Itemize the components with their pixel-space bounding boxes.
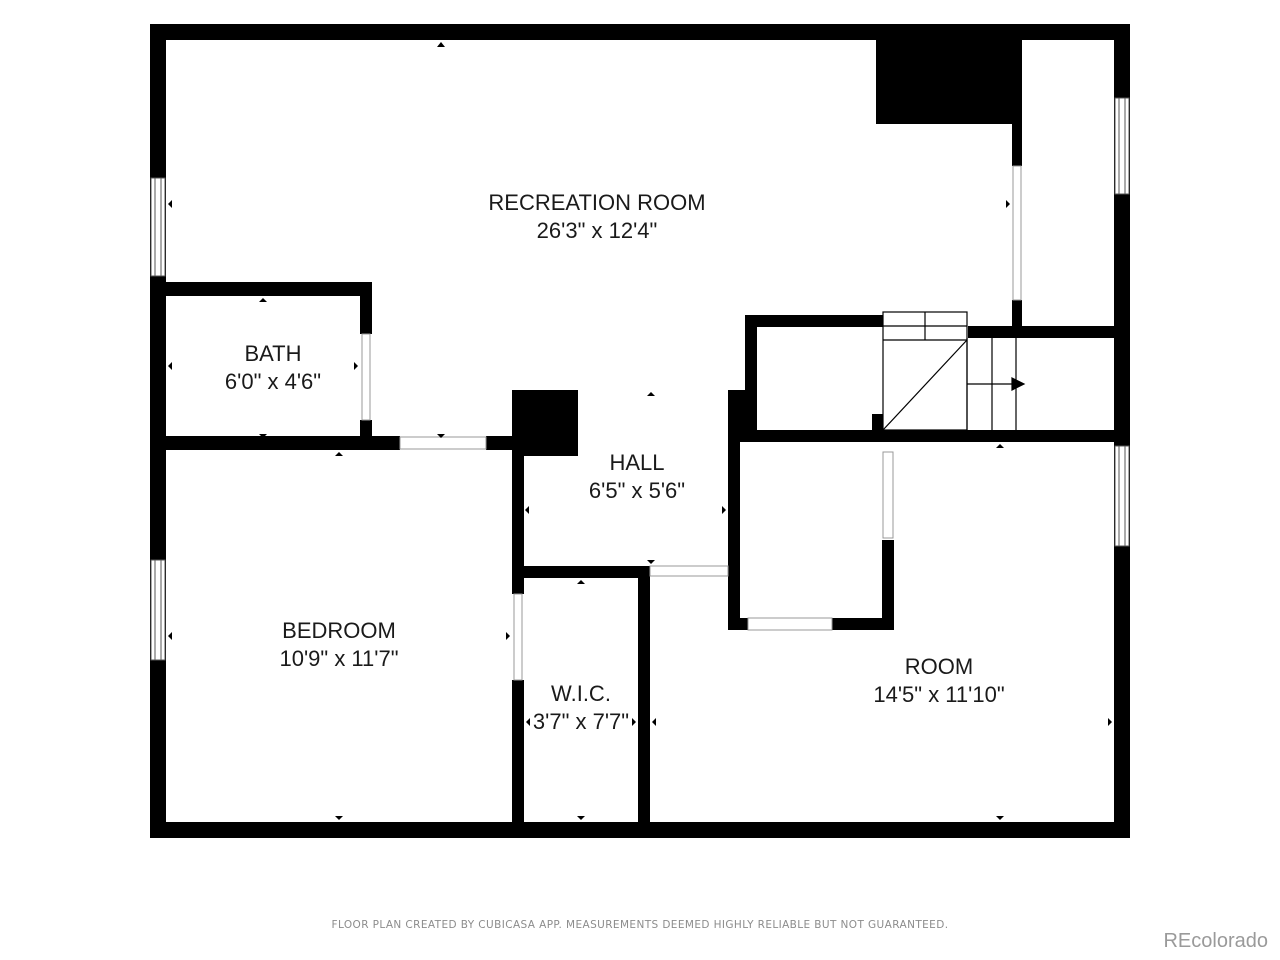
interior-walls <box>150 38 1130 838</box>
dimension-markers <box>168 42 1112 820</box>
room-label-wic: W.I.C. 3'7" x 7'7" <box>533 680 629 736</box>
room-label-room: ROOM 14'5" x 11'10" <box>873 653 1004 709</box>
room-label-bedroom: BEDROOM 10'9" x 11'7" <box>279 617 398 673</box>
room-label-recreation: RECREATION ROOM 26'3" x 12'4" <box>488 189 705 245</box>
floor-plan <box>150 24 1130 838</box>
room-label-bath: BATH 6'0" x 4'6" <box>225 340 321 396</box>
room-size: 3'7" x 7'7" <box>532 709 630 734</box>
room-size: 14'5" x 11'10" <box>873 682 1005 707</box>
room-label-hall: HALL 6'5" x 5'6" <box>589 449 685 505</box>
room-size: 6'0" x 4'6" <box>224 369 322 394</box>
room-size: 26'3" x 12'4" <box>536 218 658 243</box>
window-left-top <box>150 177 166 277</box>
door-openings <box>361 165 1022 681</box>
room-name: BEDROOM <box>282 618 396 643</box>
stairs <box>882 311 1026 431</box>
room-name: RECREATION ROOM <box>488 190 706 215</box>
room-name: BATH <box>244 341 302 366</box>
window-right-top <box>1114 97 1130 195</box>
window-left-bottom <box>150 559 166 661</box>
room-size: 6'5" x 5'6" <box>588 478 686 503</box>
disclaimer-text: FLOOR PLAN CREATED BY CUBICASA APP. MEAS… <box>331 919 949 931</box>
windows <box>150 97 1130 661</box>
room-name: ROOM <box>904 654 974 679</box>
window-right-bottom <box>1114 445 1130 547</box>
room-size: 10'9" x 11'7" <box>279 646 399 671</box>
room-name: W.I.C. <box>551 681 611 706</box>
brand-watermark: REcolorado <box>1163 930 1268 952</box>
room-name: HALL <box>609 450 665 475</box>
